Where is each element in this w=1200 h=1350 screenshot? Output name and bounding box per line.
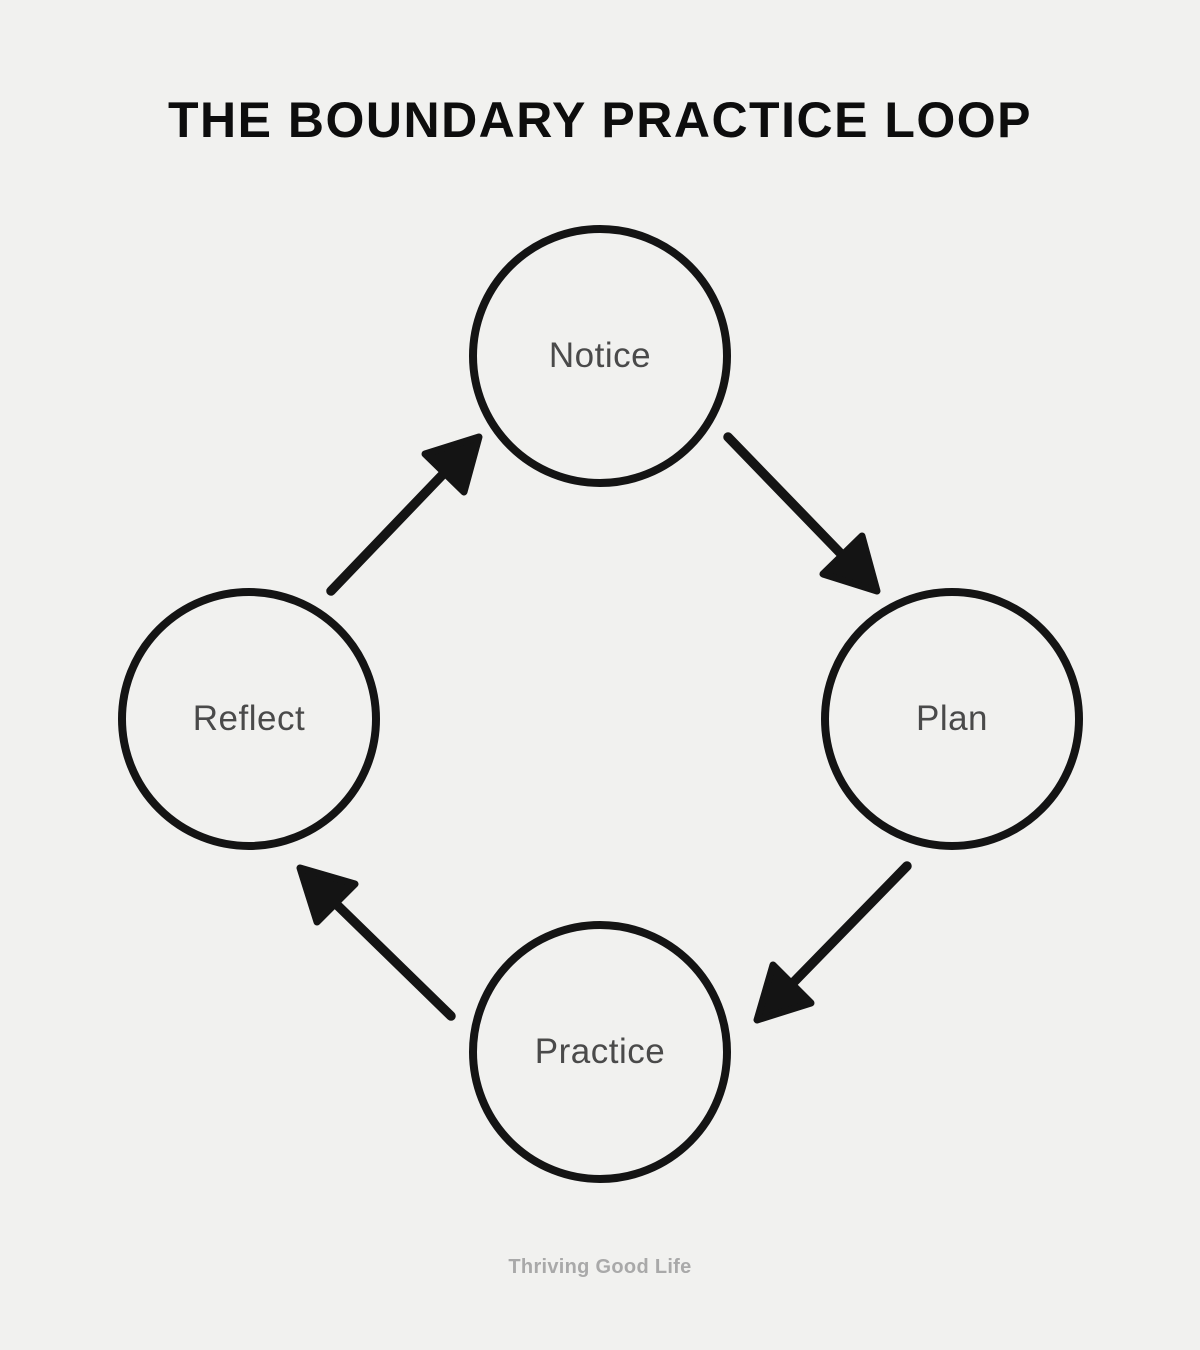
cycle-node-plan: Plan <box>821 588 1083 850</box>
arrow-practice-to-reflect-shaft <box>327 895 456 1021</box>
cycle-node-notice-label: Notice <box>548 336 652 375</box>
cycle-node-reflect: Reflect <box>118 588 380 850</box>
arrow-practice-to-reflect-head-icon <box>296 864 359 926</box>
cycle-node-practice: Practice <box>469 921 731 1183</box>
brand-footer: Thriving Good Life <box>508 1256 692 1278</box>
arrow-plan-to-practice <box>753 861 912 1024</box>
cycle-node-notice: Notice <box>469 225 731 487</box>
arrow-reflect-to-notice <box>326 433 483 596</box>
page-title: THE BOUNDARY PRACTICE LOOP <box>167 92 1033 148</box>
arrow-reflect-to-notice-shaft <box>326 464 453 596</box>
arrow-reflect-to-notice-head-icon <box>421 433 483 496</box>
arrow-plan-to-practice-head-icon <box>753 961 815 1024</box>
arrow-notice-to-plan-shaft <box>723 432 851 564</box>
arrow-notice-to-plan <box>723 432 881 595</box>
cycle-node-reflect-label: Reflect <box>192 699 306 738</box>
arrow-notice-to-plan-head-icon <box>819 532 881 595</box>
cycle-node-practice-label: Practice <box>534 1032 666 1071</box>
arrow-practice-to-reflect <box>296 864 456 1021</box>
arrow-plan-to-practice-shaft <box>783 861 912 993</box>
cycle-node-plan-label: Plan <box>915 699 989 738</box>
